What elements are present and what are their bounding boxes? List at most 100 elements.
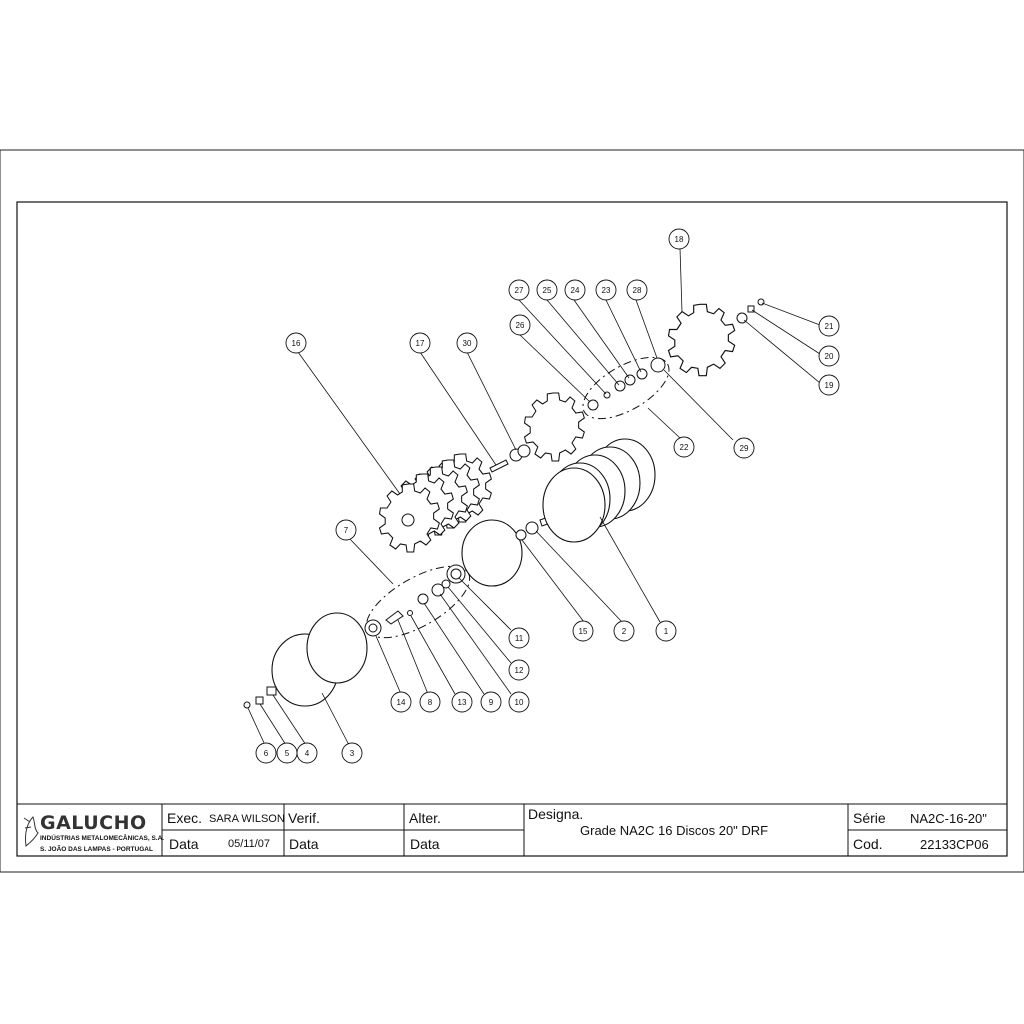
callout-circle-8 xyxy=(419,691,441,713)
callout-circle-13 xyxy=(451,691,473,713)
callout-28: 28 xyxy=(633,286,642,295)
date-label: Data xyxy=(169,836,199,852)
callout-4: 4 xyxy=(305,749,310,758)
callout-circle-17 xyxy=(409,332,431,354)
part-11 xyxy=(446,564,466,584)
part-plain-disc-mid xyxy=(461,519,523,587)
part-8 xyxy=(385,610,404,625)
callout-6: 6 xyxy=(264,749,269,758)
alter-label: Alter. xyxy=(409,810,441,826)
callout-circle-29 xyxy=(733,437,755,459)
callout-20: 20 xyxy=(825,352,834,361)
designation-value: Grade NA2C 16 Discos 20" DRF xyxy=(580,823,769,838)
callout-13: 13 xyxy=(458,698,467,707)
callout-circle-21 xyxy=(818,315,840,337)
callout-circle-15 xyxy=(572,620,594,642)
callout-7: 7 xyxy=(344,526,349,535)
callout-circle-30 xyxy=(456,332,478,354)
callout-numbers: 1 2 3 4 5 6 7 8 9 10 11 12 13 14 15 16 1… xyxy=(264,235,834,758)
callout-circle-19 xyxy=(818,374,840,396)
callout-12: 12 xyxy=(515,666,524,675)
callout-circle-11 xyxy=(508,627,530,649)
callout-29: 29 xyxy=(740,444,749,453)
callout-16: 16 xyxy=(292,339,301,348)
callout-circle-27 xyxy=(508,279,530,301)
part-23 xyxy=(636,368,648,380)
part-14 xyxy=(364,619,382,637)
callout-circle-16 xyxy=(285,332,307,354)
part-disc-gang-1 xyxy=(542,438,656,543)
callout-27: 27 xyxy=(515,286,524,295)
part-5 xyxy=(255,696,264,705)
part-12 xyxy=(441,579,451,589)
callout-25: 25 xyxy=(543,286,552,295)
callout-23: 23 xyxy=(602,286,611,295)
callout-10: 10 xyxy=(515,698,524,707)
callout-circle-9 xyxy=(480,691,502,713)
company-line-2: S. JOÃO DAS LAMPAS - PORTUGAL xyxy=(40,846,153,853)
callout-3: 3 xyxy=(350,749,355,758)
company-name: GALUCHO xyxy=(40,812,147,834)
part-2 xyxy=(525,521,539,535)
callout-2: 2 xyxy=(622,627,627,636)
callout-17: 17 xyxy=(416,339,425,348)
cod-value: 22133CP06 xyxy=(920,837,989,852)
verif-label: Verif. xyxy=(288,810,320,826)
callout-30: 30 xyxy=(463,339,472,348)
part-17 xyxy=(489,459,509,473)
part-15 xyxy=(515,529,527,541)
serie-value: NA2C-16-20" xyxy=(910,811,987,826)
callout-circle-24 xyxy=(564,279,586,301)
company-line-1: INDÚSTRIAS METALOMECÂNICAS, S.A. xyxy=(40,835,165,842)
exec-value: SARA WILSON xyxy=(209,813,285,825)
callout-5: 5 xyxy=(285,749,290,758)
part-notched-gang-16 xyxy=(378,453,492,553)
part-20 xyxy=(747,305,755,313)
galucho-logo-icon xyxy=(23,816,39,847)
callout-circle-22 xyxy=(673,436,695,458)
callout-22: 22 xyxy=(680,443,689,452)
callout-circle-6 xyxy=(255,742,277,764)
part-9 xyxy=(417,593,429,605)
designation-label: Designa. xyxy=(528,806,584,822)
callout-1: 1 xyxy=(664,627,669,636)
exec-label: Exec. xyxy=(167,810,203,826)
sheet-border xyxy=(0,149,1024,873)
part-24 xyxy=(624,374,636,386)
callout-8: 8 xyxy=(428,698,433,707)
callout-18: 18 xyxy=(675,235,684,244)
callout-15: 15 xyxy=(579,627,588,636)
part-4 xyxy=(266,686,277,696)
callout-circle-1 xyxy=(655,620,677,642)
callout-circle-25 xyxy=(536,279,558,301)
part-notched-disc-18 xyxy=(667,303,736,377)
callout-21: 21 xyxy=(825,322,834,331)
part-13 xyxy=(407,610,413,616)
callout-19: 19 xyxy=(825,381,834,390)
date-value: 05/11/07 xyxy=(228,838,271,850)
callout-circle-23 xyxy=(595,279,617,301)
callout-circle-18 xyxy=(668,228,690,250)
part-10 xyxy=(431,583,445,597)
cod-label: Cod. xyxy=(853,836,883,852)
callout-circle-14 xyxy=(390,691,412,713)
callout-circle-2 xyxy=(613,620,635,642)
group-22-outline xyxy=(582,356,670,420)
callout-bubbles xyxy=(255,228,840,764)
callout-circle-20 xyxy=(818,345,840,367)
alter-date-label: Data xyxy=(410,836,440,852)
callout-26: 26 xyxy=(516,321,525,330)
verif-date-label: Data xyxy=(289,836,319,852)
callout-9: 9 xyxy=(489,698,494,707)
callout-circle-3 xyxy=(341,742,363,764)
part-21 xyxy=(757,298,765,306)
callout-circle-28 xyxy=(626,279,648,301)
callout-circle-10 xyxy=(508,691,530,713)
part-28 xyxy=(650,357,666,373)
callout-circle-26 xyxy=(509,314,531,336)
callout-circle-12 xyxy=(508,659,530,681)
serie-label: Série xyxy=(853,810,886,826)
leader-lines xyxy=(247,247,821,746)
part-notched-disc-mid xyxy=(523,392,585,462)
